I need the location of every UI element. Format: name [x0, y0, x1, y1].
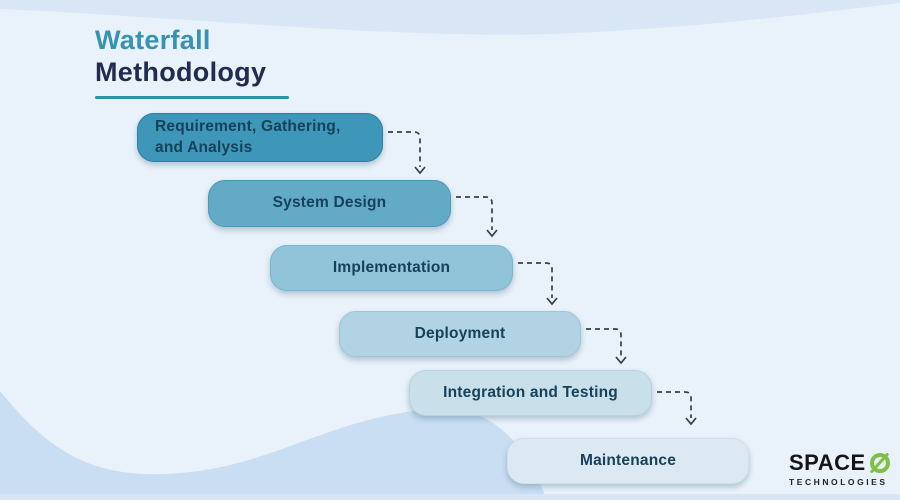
- title-accent-line: Waterfall: [95, 25, 211, 55]
- step-label: System Design: [272, 194, 387, 212]
- logo-subtext: TECHNOLOGIES: [789, 477, 888, 487]
- bottom-strip-shape: [0, 494, 900, 500]
- top-band-shape: [0, 0, 900, 35]
- step-box-maintenance: Maintenance: [507, 438, 749, 484]
- spaceo-technologies-logo: SPACE TECHNOLOGIES: [789, 452, 900, 487]
- page-title: Waterfall Methodology: [95, 24, 289, 100]
- step-box-implementation: Implementation: [270, 245, 513, 291]
- slashed-o-icon: [869, 452, 890, 474]
- title-underline: [95, 95, 289, 100]
- step-label: Integration and Testing: [443, 383, 618, 401]
- step-box-requirement-gathering-analysis: Requirement, Gathering, and Analysis: [137, 113, 383, 162]
- step-label: Requirement, Gathering, and Analysis: [155, 118, 341, 156]
- step-label: Maintenance: [579, 451, 677, 469]
- step-box-integration-testing: Integration and Testing: [409, 370, 652, 416]
- logo-brand-text: SPACE: [789, 450, 866, 475]
- step-box-system-design: System Design: [208, 180, 451, 227]
- title-main-line: Methodology: [95, 57, 267, 88]
- step-label: Deployment: [414, 324, 506, 342]
- step-box-deployment: Deployment: [339, 311, 581, 357]
- step-label: Implementation: [332, 258, 451, 276]
- bottom-wave-shape: [0, 391, 547, 500]
